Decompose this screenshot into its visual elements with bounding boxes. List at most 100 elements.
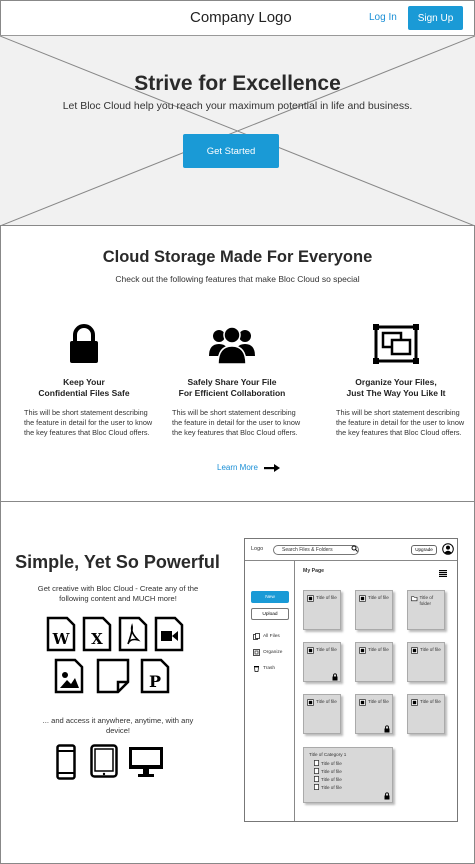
sidebar-item-label: Organize (263, 650, 283, 655)
feature-title-line: Safely Share Your File (187, 377, 277, 387)
file-icon (314, 784, 319, 790)
file-tile-label: Title of file (316, 699, 337, 704)
file-tile[interactable]: Title of file (355, 694, 393, 734)
file-tile-label: Title of file (368, 647, 389, 652)
list-view-icon[interactable] (439, 570, 447, 577)
hero-title: Strive for Excellence (134, 72, 341, 95)
file-tile[interactable]: Title of file (303, 694, 341, 734)
svg-text:W: W (52, 630, 71, 648)
avatar-icon[interactable] (442, 543, 454, 555)
top-header: Company Logo Log In Sign Up (0, 0, 475, 36)
category-file-item[interactable]: Title of file (314, 760, 342, 766)
lock-icon (332, 673, 338, 681)
file-tile-label: Title of file (316, 595, 337, 600)
feature-description: This will be short statement describing … (172, 408, 301, 437)
image-file-icon (359, 647, 366, 654)
category-file-label: Title of file (321, 768, 342, 774)
file-tile-label: Title of file (316, 647, 337, 652)
category-title: Title of Category 1 (309, 752, 347, 757)
learn-more-link[interactable]: Learn More (217, 463, 280, 472)
file-tile-label: Title of folder (419, 595, 434, 606)
sidebar-item-all-files[interactable]: All Files (253, 633, 280, 640)
excel-file-icon (359, 699, 366, 706)
company-logo[interactable]: Company Logo (190, 9, 292, 26)
category-file-label: Title of file (321, 760, 342, 766)
feature-title-line: Just The Way You Like It (346, 388, 446, 398)
lock-icon (70, 324, 98, 363)
upgrade-button[interactable]: Upgrade (411, 545, 437, 555)
powerful-title: Simple, Yet So Powerful (15, 552, 220, 572)
file-tile[interactable]: Title of file (303, 590, 341, 630)
file-tile-label: Title of file (420, 647, 441, 652)
video-file-icon (307, 699, 314, 706)
feature-title-line: Keep Your (63, 377, 105, 387)
category-file-item[interactable]: Title of file (314, 784, 342, 790)
pdf-file-icon (411, 699, 418, 706)
svg-text:X: X (91, 630, 103, 648)
feature-title-line: For Efficient Collaboration (178, 388, 286, 398)
signup-button[interactable]: Sign Up (408, 6, 463, 30)
feature-title-line: Organize Your Files, (355, 377, 437, 387)
image-doc-icon (54, 658, 84, 694)
file-icon (314, 760, 319, 766)
hero-image-placeholder (0, 36, 475, 225)
video-doc-icon (154, 616, 184, 652)
lock-icon (384, 725, 390, 733)
file-tile[interactable]: Title of file (303, 642, 341, 682)
file-icon (314, 776, 319, 782)
access-text: ... and access it anywhere, anytime, wit… (42, 716, 194, 735)
organize-icon (253, 649, 260, 656)
file-tile[interactable]: Title of folder (407, 590, 445, 630)
tablet-icon (90, 744, 118, 778)
new-button[interactable]: New (251, 591, 289, 603)
features-title: Cloud Storage Made For Everyone (102, 248, 373, 266)
category-file-item[interactable]: Title of file (314, 768, 342, 774)
sidebar-item-trash[interactable]: Trash (253, 665, 275, 672)
file-tile[interactable]: Title of file (407, 694, 445, 734)
lock-icon (384, 792, 390, 800)
arrow-right-icon (263, 463, 280, 472)
word-file-icon (307, 647, 314, 654)
sidebar-item-label: All Files (263, 634, 280, 639)
app-sidebar: New Upload All Files Organize Trash (245, 561, 295, 821)
learn-more-label: Learn More (217, 463, 258, 472)
file-tile[interactable]: Title of file (407, 642, 445, 682)
folder-icon (411, 596, 418, 602)
trash-icon (254, 666, 259, 672)
search-icon[interactable] (351, 545, 358, 552)
file-tile[interactable]: Title of file (355, 590, 393, 630)
app-header: Logo Search Files & Folders Upgrade (245, 539, 457, 561)
file-tile-label: Title of file (420, 699, 441, 704)
features-subtitle: Check out the following features that ma… (115, 274, 360, 284)
files-icon (253, 633, 260, 640)
category-file-label: Title of file (321, 776, 342, 782)
feature-title-line: Confidential Files Safe (38, 388, 130, 398)
get-started-button[interactable]: Get Started (183, 134, 279, 168)
category-file-label: Title of file (321, 784, 342, 790)
hero-subtitle: Let Bloc Cloud help you reach your maxim… (62, 100, 413, 112)
pdf-file-icon (411, 647, 418, 654)
category-card[interactable]: Title of Category 1 Title of file Title … (303, 747, 393, 803)
feature-item: Organize Your Files,Just The Way You Lik… (326, 321, 466, 438)
powerful-section: Simple, Yet So Powerful Get creative wit… (0, 502, 475, 864)
login-link[interactable]: Log In (369, 12, 397, 23)
app-logo[interactable]: Logo (251, 546, 264, 552)
presentation-doc-icon: P (140, 658, 170, 694)
desktop-icon (129, 747, 163, 777)
hero-section: Strive for Excellence Let Bloc Cloud hel… (0, 36, 475, 226)
powerful-subtitle: Get creative with Bloc Cloud - Create an… (37, 584, 199, 603)
word-file-icon (307, 595, 314, 602)
upload-button[interactable]: Upload (251, 608, 289, 620)
sidebar-item-organize[interactable]: Organize (253, 649, 282, 656)
organize-icon (373, 324, 419, 364)
svg-text:P: P (149, 672, 161, 691)
app-search-input[interactable]: Search Files & Folders (273, 545, 359, 555)
file-tile[interactable]: Title of file (355, 642, 393, 682)
note-doc-icon (96, 658, 130, 694)
category-file-item[interactable]: Title of file (314, 776, 342, 782)
word-doc-icon: W (46, 616, 76, 652)
excel-doc-icon: X (82, 616, 112, 652)
app-page-title: My Page (303, 568, 325, 574)
